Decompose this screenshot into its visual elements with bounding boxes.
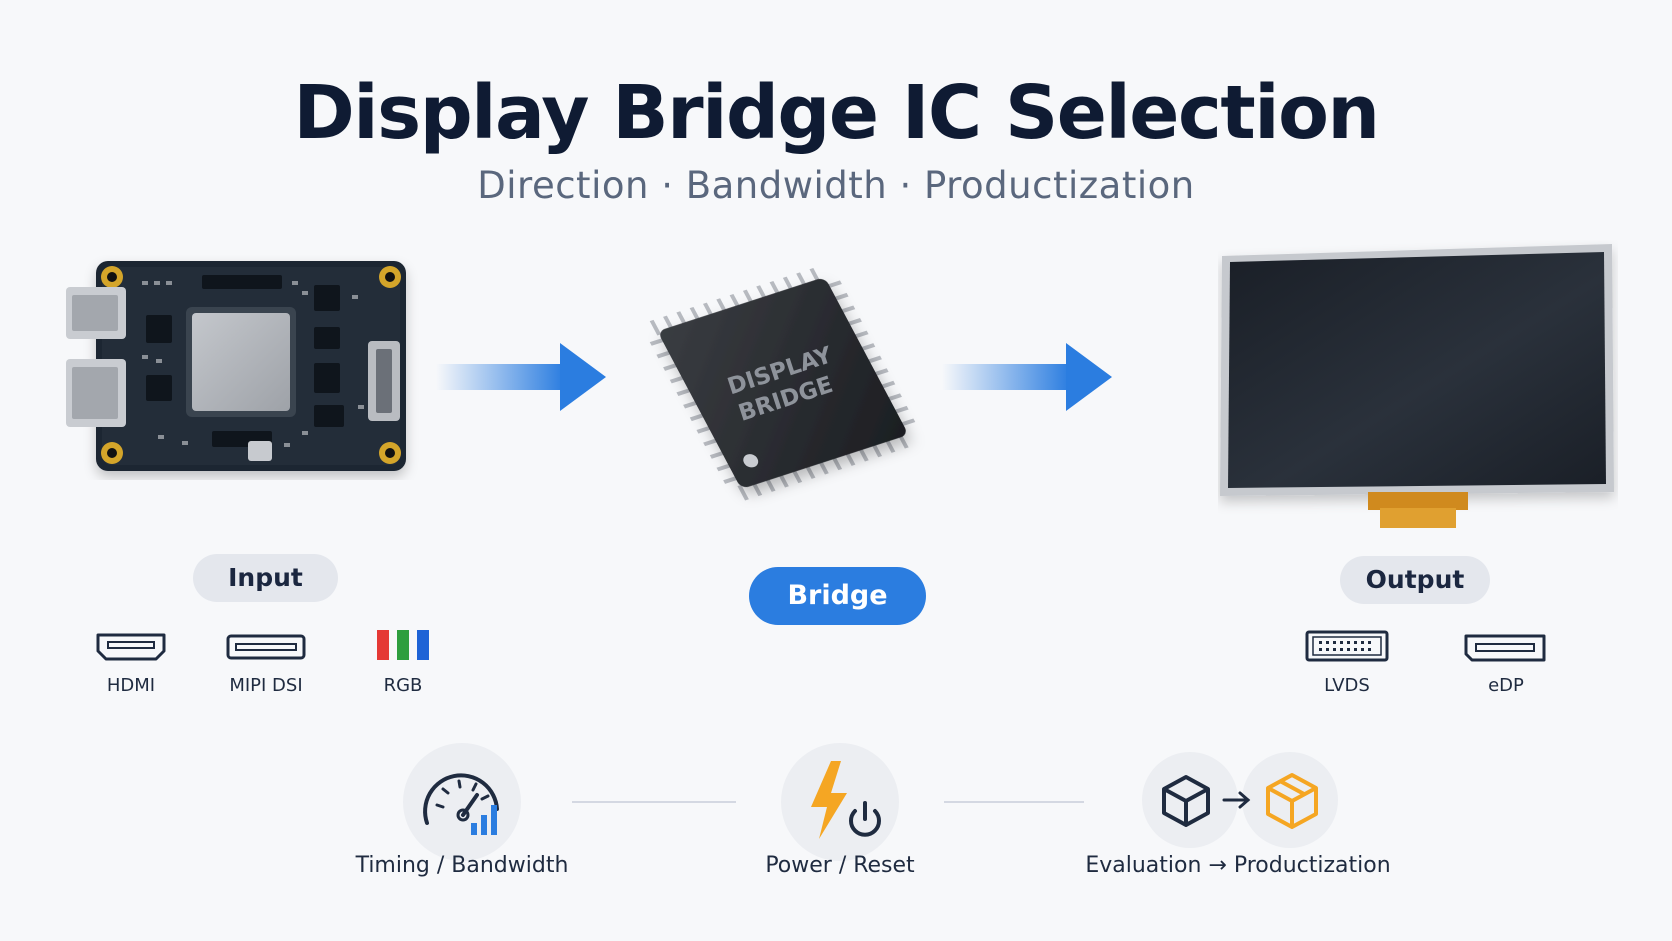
gauge-bandwidth-icon [403,743,521,861]
source-board-illustration [62,255,422,480]
bridge-stage-label: Bridge [749,567,926,625]
flow-arrow-bridge-to-output [942,343,1114,411]
lvds-connector-icon [1305,630,1389,662]
mipi-dsi-interface-label: MIPI DSI [229,675,303,696]
hdmi-port-icon [96,632,166,662]
hdmi-interface-label: HDMI [106,675,156,696]
mipi-dsi-connector-icon [226,634,306,660]
page-title: Display Bridge IC Selection [293,70,1380,156]
rgb-bars-icon [375,628,431,662]
page-subtitle: Direction · Bandwidth · Productization [477,164,1195,207]
feature-label-timing-bandwidth: Timing / Bandwidth [355,853,569,878]
output-stage-label: Output [1340,556,1490,604]
input-stage-label: Input [193,554,338,602]
lvds-interface-label: LVDS [1324,675,1370,696]
edp-connector-icon [1464,634,1546,662]
feature-label-power-reset: Power / Reset [765,853,915,878]
feature-connector-line [572,801,736,803]
feature-connector-line [944,801,1084,803]
bridge-chip-illustration: DISPLAY BRIDGE [628,258,938,508]
edp-interface-label: eDP [1488,675,1524,696]
feature-label-evaluation-productization: Evaluation → Productization [1085,853,1391,878]
box-to-package-icon [1140,749,1340,851]
display-panel-illustration [1218,240,1618,540]
power-reset-icon [781,743,899,861]
rgb-interface-label: RGB [383,675,423,696]
flow-arrow-input-to-bridge [436,343,608,411]
